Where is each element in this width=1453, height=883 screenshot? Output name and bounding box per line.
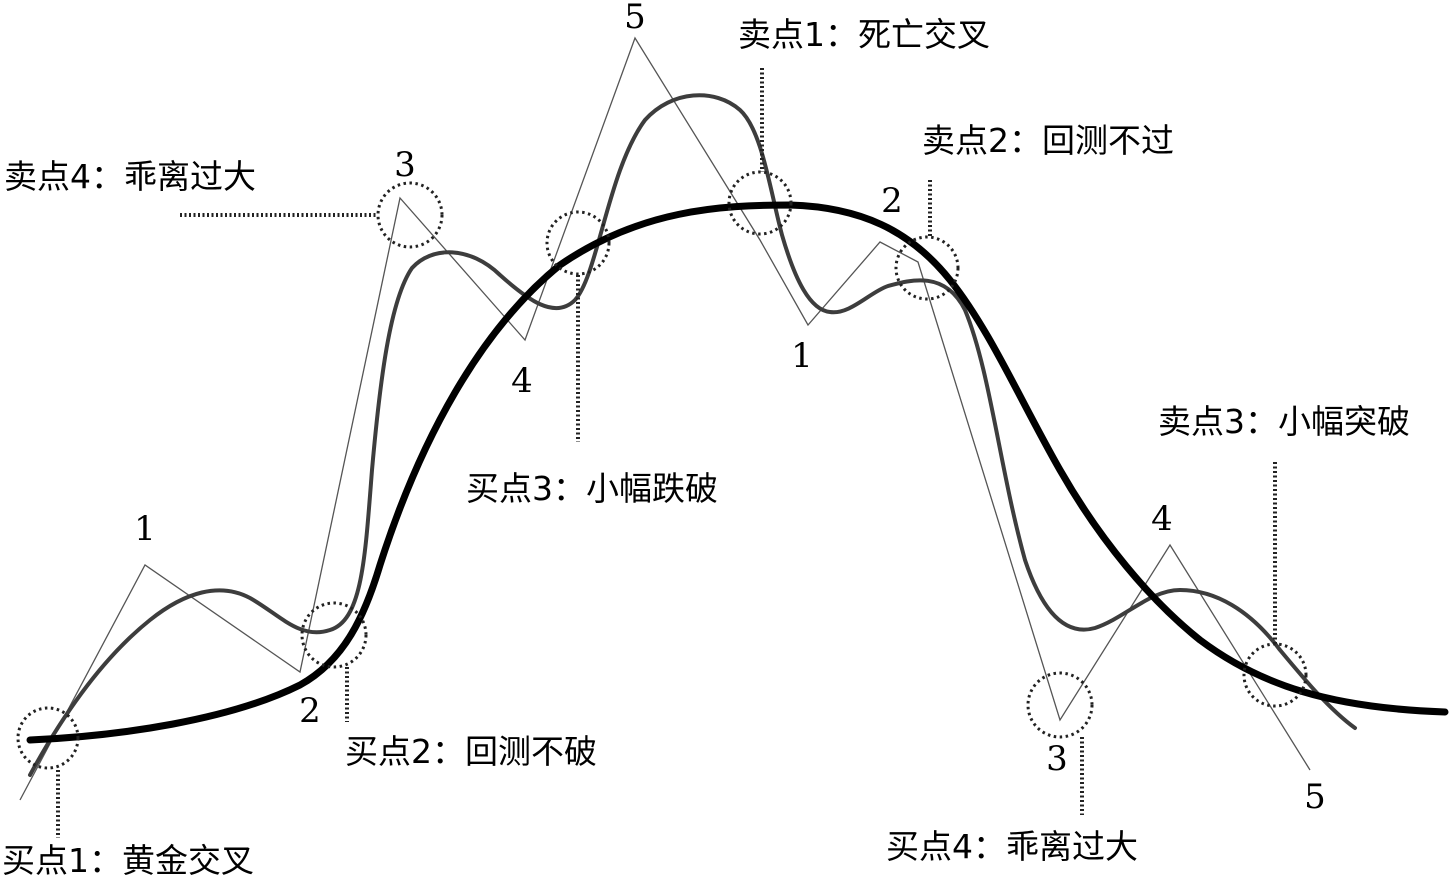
wave-up-5: 5: [624, 0, 646, 37]
moving-average-line: [26, 201, 1449, 744]
buy2-marker-circle: [300, 601, 368, 669]
sell4-label: 卖点4：乖离过大: [4, 157, 256, 196]
buy4-marker-circle: [1026, 671, 1094, 739]
wave-down-5: 5: [1304, 777, 1326, 817]
wave-up-3: 3: [394, 145, 416, 185]
wave-down-4: 4: [1151, 499, 1173, 539]
buy4-label: 买点4：乖离过大: [886, 827, 1138, 866]
wave-down-1: 1: [791, 336, 813, 376]
sell4-marker-circle: [376, 181, 444, 249]
wave-down-3: 3: [1046, 739, 1068, 779]
buy3-label: 买点3：小幅跌破: [466, 469, 718, 508]
wave-down-2: 2: [881, 181, 903, 221]
wave-up-4: 4: [511, 361, 533, 401]
price-line: [28, 93, 1357, 777]
buy1-marker-circle: [16, 706, 80, 770]
buy1-label: 买点1：黄金交叉: [2, 841, 254, 880]
sell3-label: 卖点3：小幅突破: [1158, 402, 1410, 441]
wave-up-2: 2: [299, 691, 321, 731]
sell2-label: 卖点2：回测不过: [922, 121, 1174, 160]
sell2-marker-circle: [894, 235, 960, 301]
buy3-marker-circle: [545, 210, 611, 276]
wave-up-1: 1: [134, 509, 156, 549]
wave-zigzag-line: [19, 36, 1311, 801]
buy2-label: 买点2：回测不破: [345, 732, 597, 771]
sell1-label: 卖点1：死亡交叉: [738, 15, 990, 54]
